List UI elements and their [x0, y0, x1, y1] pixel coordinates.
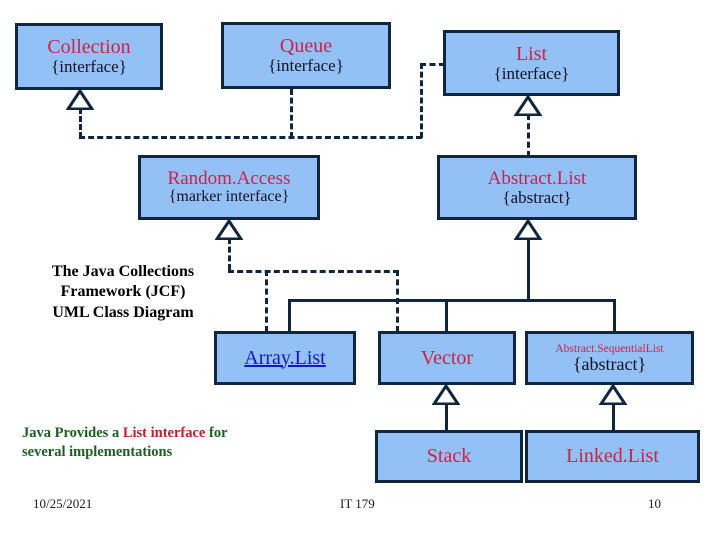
connector-list-entry [420, 63, 445, 66]
connector-collection-stem [79, 108, 82, 138]
connector-random-access-bus [228, 270, 399, 273]
note-suffix: for [205, 425, 228, 441]
uml-class-queue[interactable]: Queue {interface} [221, 22, 391, 89]
connector-abstractsequentiallist-to-linkedlist [612, 403, 615, 432]
note-prefix: Java Provides a [22, 425, 123, 441]
uml-class-abstract-list[interactable]: Abstract.List {abstract} [437, 155, 637, 220]
connector-list-riser [420, 63, 423, 138]
connector-random-access-to-arraylist [265, 270, 268, 332]
connector-abstractlist-to-vector [445, 299, 448, 332]
footer-date: 10/25/2021 [33, 496, 93, 511]
connector-random-access-stem [228, 238, 231, 270]
class-stereotype-collection: {interface} [51, 57, 127, 77]
connector-interface-bus [79, 136, 422, 139]
footer-course: IT 179 [340, 496, 375, 511]
caption-line-2: Framework (JCF) [60, 283, 186, 301]
class-stereotype-random-access: {marker interface} [168, 188, 290, 206]
class-name-queue: Queue [279, 35, 333, 58]
implementation-note-line-1: Java Provides a List interface for [22, 424, 312, 443]
class-stereotype-list: {interface} [493, 63, 570, 83]
uml-class-list[interactable]: List {interface} [443, 30, 620, 96]
class-name-linked-list: Linked.List [566, 445, 659, 467]
class-name-abstract-list: Abstract.List [487, 167, 587, 189]
implementation-note: Java Provides a List interface for sever… [22, 424, 312, 462]
connector-vector-to-stack [445, 403, 448, 432]
connector-abstractlist-to-arraylist [288, 299, 291, 332]
class-stereotype-queue: {interface} [268, 56, 344, 76]
connector-queue-drop [290, 89, 293, 138]
class-name-array-list[interactable]: Array.List [244, 346, 326, 369]
uml-class-abstract-sequential-list[interactable]: Abstract.SequentialList {abstract} [525, 331, 694, 385]
implementation-note-line-2: several implementations [22, 443, 173, 460]
class-stereotype-abstract-list: {abstract} [502, 187, 572, 207]
class-name-list: List [515, 42, 548, 65]
class-stereotype-abstract-sequential-list: {abstract} [572, 353, 647, 374]
connector-abstractlist-stem [527, 238, 530, 301]
class-name-stack: Stack [426, 445, 472, 467]
footer-page-number: 10 [648, 496, 661, 511]
uml-class-array-list[interactable]: Array.List [214, 331, 356, 385]
uml-class-random-access[interactable]: Random.Access {marker interface} [138, 155, 320, 220]
uml-class-vector[interactable]: Vector [378, 331, 516, 385]
uml-class-stack[interactable]: Stack [375, 430, 523, 483]
diagram-caption: The Java Collections Framework (JCF) UML… [18, 262, 228, 323]
uml-class-linked-list[interactable]: Linked.List [525, 430, 700, 483]
class-name-vector: Vector [420, 346, 474, 369]
class-name-collection: Collection [47, 36, 131, 59]
caption-line-3: UML Class Diagram [52, 303, 194, 321]
class-name-abstract-sequential-list: Abstract.SequentialList [555, 342, 664, 355]
connector-abstractlist-to-abstractsequentiallist [613, 299, 616, 332]
caption-line-1: The Java Collections [51, 263, 195, 280]
connector-abstractlist-bus [288, 299, 613, 302]
connector-list-to-abstractlist [527, 114, 530, 157]
class-name-random-access: Random.Access [167, 168, 291, 190]
note-highlight: List interface [122, 425, 206, 441]
uml-class-collection[interactable]: Collection {interface} [15, 23, 163, 90]
